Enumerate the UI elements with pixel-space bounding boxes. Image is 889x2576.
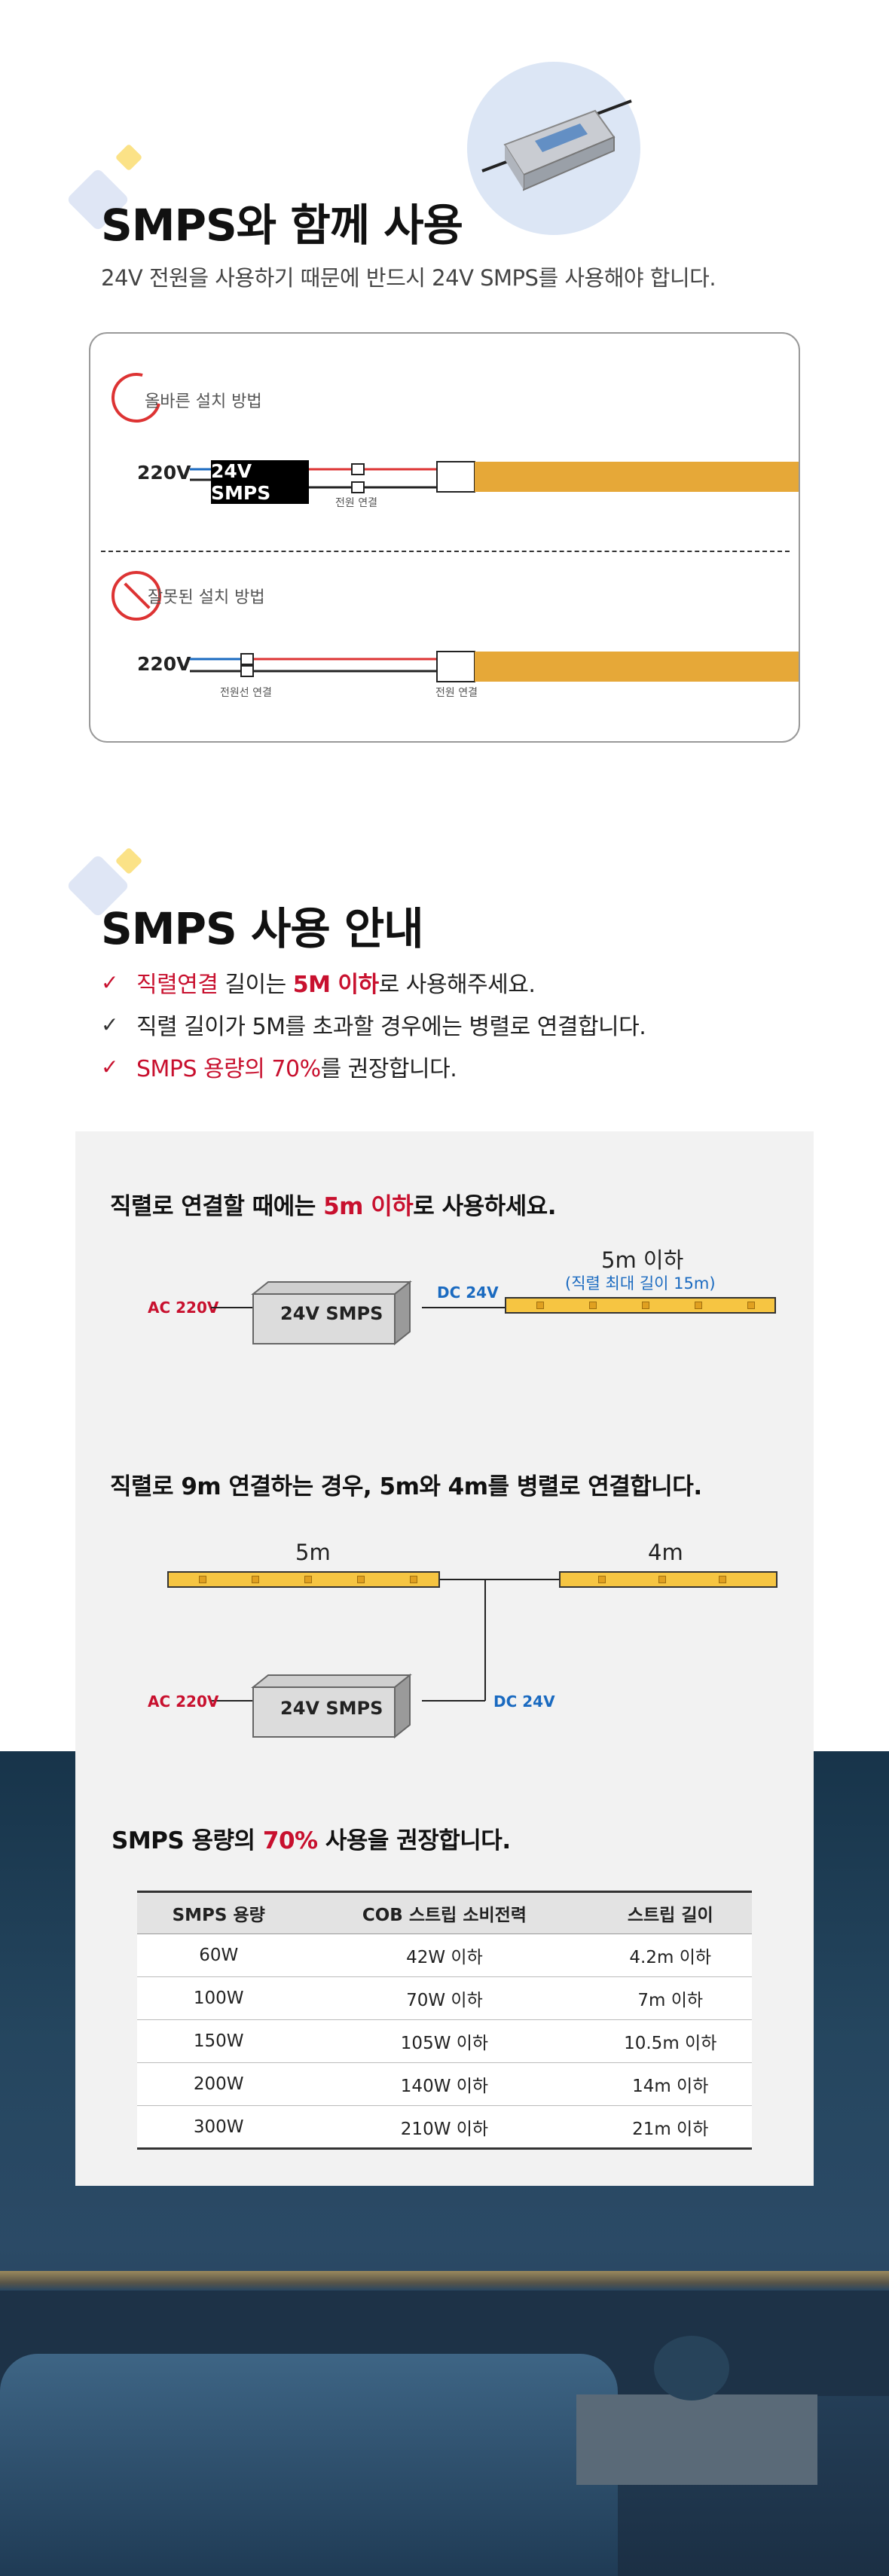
section2-title: SMPS 사용 안내 bbox=[101, 903, 424, 954]
table-cell: 140W 이하 bbox=[300, 2062, 589, 2106]
check-item-parallel: ✓ 직렬 길이가 5M를 초과할 경우에는 병렬로 연결합니다. bbox=[101, 1008, 646, 1041]
wrong-prohibit-icon bbox=[112, 571, 161, 621]
wire-connection-label: 전원선 연결 bbox=[220, 687, 272, 699]
check1-bold-text: 5M 이하 bbox=[292, 972, 379, 998]
table-cell: 42W 이하 bbox=[300, 1934, 589, 1977]
table-cell: 300W bbox=[137, 2105, 301, 2150]
diagram1-dc-label: DC 24V bbox=[437, 1283, 499, 1302]
bed bbox=[0, 2354, 618, 2576]
diagram2-right-length: 4m bbox=[648, 1540, 683, 1565]
diagram2-right-strip bbox=[559, 1571, 777, 1588]
table-cell: 100W bbox=[137, 1976, 301, 2020]
table-header-length: 스트립 길이 bbox=[588, 1891, 752, 1934]
side-table bbox=[576, 2394, 817, 2485]
table-heading-red: 70% bbox=[262, 1827, 318, 1854]
power-connection-label-2: 전원 연결 bbox=[435, 687, 478, 699]
check1-post-text: 로 사용해주세요. bbox=[378, 972, 536, 998]
diagram1-max-label: (직렬 최대 길이 15m) bbox=[565, 1274, 716, 1293]
panel-divider bbox=[101, 551, 790, 552]
table-row: 60W 42W 이하 4.2m 이하 bbox=[137, 1934, 752, 1977]
wrong-install-label: 잘못된 설치 방법 bbox=[148, 588, 265, 607]
diagram2-heading: 직렬로 9m 연결하는 경우, 5m와 4m를 병렬로 연결합니다. bbox=[110, 1473, 702, 1500]
diagram1-smps-label: 24V SMPS bbox=[280, 1303, 383, 1324]
check1-text: 길이는 bbox=[218, 972, 293, 998]
diagram2-left-strip bbox=[167, 1571, 440, 1588]
diagram1-heading-pre: 직렬로 연결할 때에는 bbox=[110, 1193, 324, 1220]
diagram1-heading-post: 로 사용하세요. bbox=[413, 1193, 556, 1220]
table-cell: 150W bbox=[137, 2019, 301, 2063]
diagram2-left-length: 5m bbox=[295, 1540, 331, 1565]
diagram1-ac-label: AC 220V bbox=[148, 1299, 219, 1317]
decor-diamond-yellow bbox=[115, 143, 143, 172]
table-cell: 4.2m 이하 bbox=[588, 1934, 752, 1977]
table-cell: 21m 이하 bbox=[588, 2105, 752, 2150]
wrong-wiring-diagram bbox=[190, 651, 799, 682]
input-voltage-label-2: 220V bbox=[137, 653, 191, 675]
diagram1-heading-red: 5m 이하 bbox=[323, 1193, 414, 1220]
smps-product-image bbox=[467, 62, 640, 235]
power-connection-label: 전원 연결 bbox=[335, 497, 377, 509]
check-icon: ✓ bbox=[101, 1054, 118, 1079]
diagram1-wiring bbox=[211, 1280, 505, 1346]
table-cell: 70W 이하 bbox=[300, 1976, 589, 2020]
diagram2-smps-label: 24V SMPS bbox=[280, 1698, 383, 1719]
table-cell: 200W bbox=[137, 2062, 301, 2106]
diagram1-heading: 직렬로 연결할 때에는 5m 이하로 사용하세요. bbox=[110, 1187, 556, 1221]
install-diagram-panel: 올바른 설치 방법 220V 24V SMPS 전원 연결 잘못된 설치 방법 … bbox=[89, 332, 800, 743]
check-item-capacity: ✓ SMPS 용량의 70%를 권장합니다. bbox=[101, 1050, 457, 1083]
diagram2-wiring bbox=[211, 1579, 559, 1739]
check-icon: ✓ bbox=[101, 969, 118, 995]
vase bbox=[654, 2336, 729, 2401]
section1-subtitle: 24V 전원을 사용하기 때문에 반드시 24V SMPS를 사용해야 합니다. bbox=[101, 265, 716, 291]
table-header-power: COB 스트립 소비전력 bbox=[300, 1891, 589, 1934]
table-heading-pre: SMPS 용량의 bbox=[112, 1827, 263, 1854]
correct-install-label: 올바른 설치 방법 bbox=[145, 392, 262, 411]
check-icon: ✓ bbox=[101, 1012, 118, 1037]
check3-post-text: 를 권장합니다. bbox=[320, 1056, 457, 1082]
table-row: 100W 70W 이하 7m 이하 bbox=[137, 1976, 752, 2020]
table-cell: 210W 이하 bbox=[300, 2105, 589, 2150]
table-cell: 60W bbox=[137, 1934, 301, 1977]
check1-red-text: 직렬연결 bbox=[136, 972, 218, 998]
table-cell: 105W 이하 bbox=[300, 2019, 589, 2063]
smps-capacity-table: SMPS 용량 COB 스트립 소비전력 스트립 길이 60W 42W 이하 4… bbox=[137, 1891, 752, 2150]
input-voltage-label: 220V bbox=[137, 462, 191, 484]
table-header-capacity: SMPS 용량 bbox=[137, 1891, 301, 1934]
diagram2-ac-label: AC 220V bbox=[148, 1692, 219, 1711]
table-heading: SMPS 용량의 70% 사용을 권장합니다. bbox=[112, 1821, 511, 1855]
table-cell: 10.5m 이하 bbox=[588, 2019, 752, 2063]
table-cell: 7m 이하 bbox=[588, 1976, 752, 2020]
section1-title: SMPS와 함께 사용 bbox=[101, 200, 463, 251]
check2-text: 직렬 길이가 5M를 초과할 경우에는 병렬로 연결합니다. bbox=[136, 1014, 646, 1040]
table-cell: 14m 이하 bbox=[588, 2062, 752, 2106]
diagram2-dc-label: DC 24V bbox=[493, 1692, 555, 1711]
led-cove-glow bbox=[0, 2271, 889, 2291]
table-row: 150W 105W 이하 10.5m 이하 bbox=[137, 2019, 752, 2063]
diagram1-led-strip bbox=[505, 1297, 776, 1314]
table-heading-post: 사용을 권장합니다. bbox=[317, 1827, 511, 1854]
table-row: 200W 140W 이하 14m 이하 bbox=[137, 2062, 752, 2106]
smps-box-correct: 24V SMPS bbox=[211, 460, 309, 504]
decor-diamond-yellow-2 bbox=[115, 847, 143, 875]
diagram1-length-label: 5m 이하 bbox=[601, 1247, 684, 1273]
check3-red-text: SMPS 용량의 70% bbox=[136, 1056, 321, 1082]
table-row: 300W 210W 이하 21m 이하 bbox=[137, 2105, 752, 2150]
correct-wiring-diagram bbox=[190, 461, 799, 493]
